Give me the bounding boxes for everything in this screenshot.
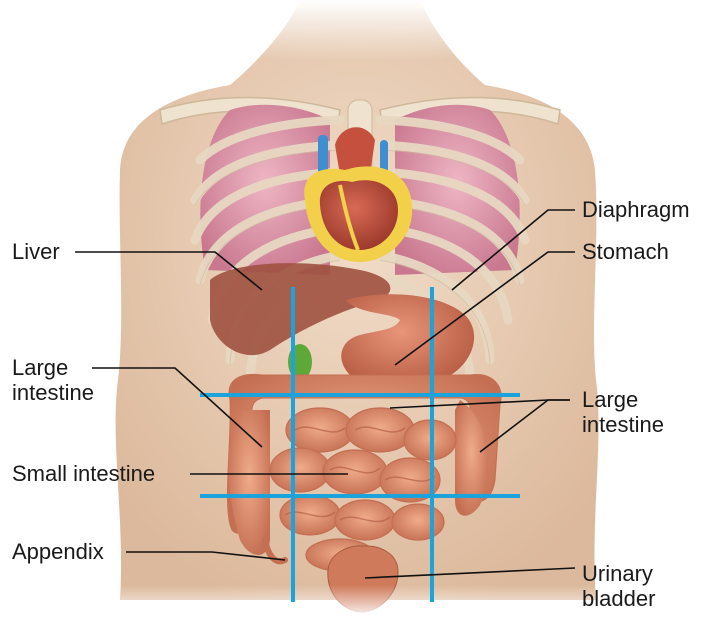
label-large-intestine-right-line1: Large — [582, 387, 638, 412]
label-stomach: Stomach — [582, 239, 669, 264]
top-fade — [0, 0, 717, 60]
label-large-intestine-left-line1: Large — [12, 355, 68, 380]
label-large-intestine-left-line2: intestine — [12, 380, 94, 405]
label-urinary-bladder-line2: bladder — [582, 586, 655, 611]
label-appendix: Appendix — [12, 539, 104, 564]
label-small-intestine: Small intestine — [12, 461, 155, 486]
label-large-intestine-right-line2: intestine — [582, 412, 664, 437]
label-liver: Liver — [12, 239, 60, 264]
label-urinary-bladder-line1: Urinary — [582, 561, 653, 586]
label-diaphragm: Diaphragm — [582, 197, 690, 222]
